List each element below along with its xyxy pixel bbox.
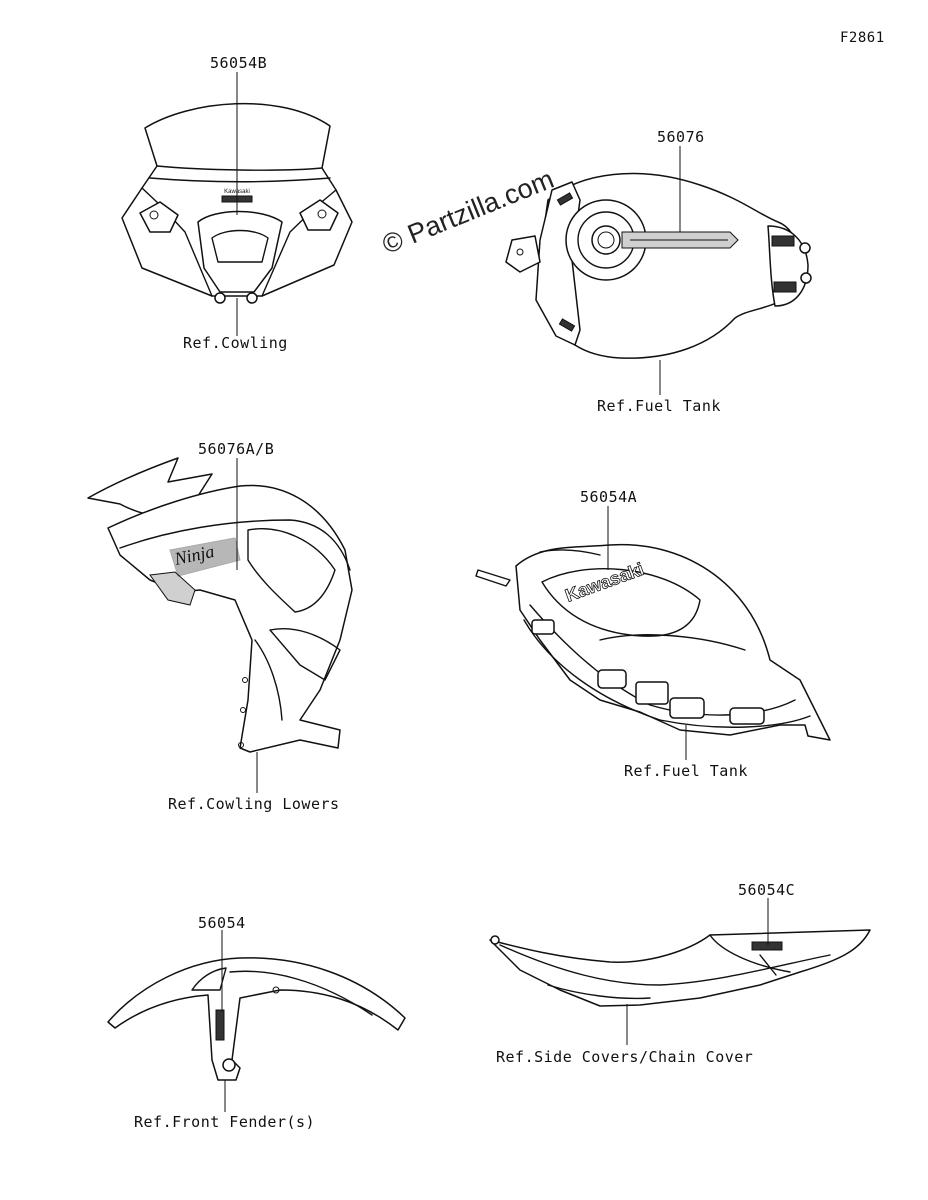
side-covers-illustration (489, 929, 871, 1007)
part-number-56076: 56076 (657, 128, 705, 146)
part-number-56054a: 56054A (580, 488, 638, 506)
fuel-tank-side-illustration: Kawasaki (475, 543, 831, 741)
part-number-56054c: 56054C (738, 881, 796, 899)
ref-label-side-covers: Ref.Side Covers/Chain Cover (496, 1048, 754, 1066)
ref-label-cowling-lowers: Ref.Cowling Lowers (168, 795, 340, 813)
part-number-56076ab: 56076A/B (198, 440, 275, 458)
ref-label-front-fender: Ref.Front Fender(s) (134, 1113, 316, 1131)
part-number-56054: 56054 (198, 914, 246, 932)
front-fender-illustration (107, 957, 406, 1081)
diagram-code: F2861 (840, 30, 885, 46)
ref-label-fuel-tank-side: Ref.Fuel Tank (624, 762, 748, 780)
cowling-lowers-illustration: Ninja (87, 457, 353, 753)
ref-label-fuel-tank-top: Ref.Fuel Tank (597, 397, 721, 415)
fuel-tank-top-illustration (505, 172, 812, 359)
part-number-56054b: 56054B (210, 54, 268, 72)
ref-label-cowling: Ref.Cowling (183, 334, 288, 352)
